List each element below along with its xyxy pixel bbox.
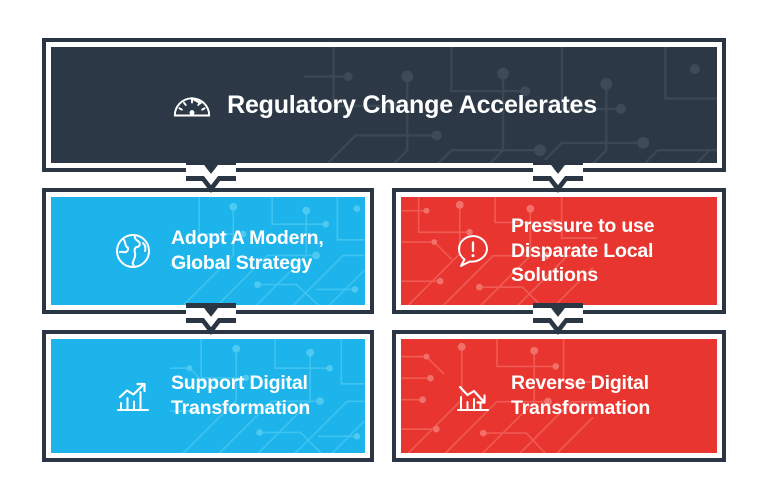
card-content: Reverse Digital Transformation (401, 371, 717, 421)
card-title-line-2: Transformation (171, 397, 311, 419)
card-fill: Reverse Digital Transformation (401, 339, 717, 453)
card-title-block: Adopt A Modern, Global Strategy (171, 226, 324, 276)
card-title-line-2: Global Strategy (171, 252, 313, 274)
card-adopt-modern-global-strategy[interactable]: Adopt A Modern, Global Strategy (42, 188, 374, 314)
card-fill: Support Digital Transformation (51, 339, 365, 453)
header-card-fill: Regulatory Change Accelerates (51, 47, 717, 163)
bar-chart-up-arrow-icon (113, 376, 153, 416)
card-title-line-2: Transformation (511, 397, 651, 419)
card-title-line-1: Adopt A Modern, (171, 227, 324, 250)
card-title-line-1: Pressure to use (511, 214, 655, 237)
header-content: Regulatory Change Accelerates (51, 84, 717, 126)
globe-icon (113, 231, 153, 271)
card-title-block: Support Digital Transformation (171, 371, 310, 421)
card-title-line-1: Reverse Digital (511, 372, 649, 395)
card-title-line-1: Support Digital (171, 372, 308, 395)
card-content: Adopt A Modern, Global Strategy (51, 226, 365, 276)
card-support-digital-transformation[interactable]: Support Digital Transformation (42, 330, 374, 462)
header-title: Regulatory Change Accelerates (227, 90, 597, 119)
card-reverse-digital-transformation[interactable]: Reverse Digital Transformation (392, 330, 726, 462)
card-fill: Pressure to use Disparate Local Solution… (401, 197, 717, 305)
card-title-block: Reverse Digital Transformation (511, 371, 650, 421)
speech-bubble-exclamation-icon (453, 231, 493, 271)
speedometer-gauge-icon (171, 84, 213, 126)
bar-chart-down-arrow-icon (453, 376, 493, 416)
card-pressure-disparate-local-solutions[interactable]: Pressure to use Disparate Local Solution… (392, 188, 726, 314)
card-title-block: Pressure to use Disparate Local Solution… (511, 214, 655, 289)
card-fill: Adopt A Modern, Global Strategy (51, 197, 365, 305)
card-title-line-3: Solutions (511, 264, 599, 287)
card-content: Pressure to use Disparate Local Solution… (401, 214, 717, 289)
card-title-line-2: Disparate Local (511, 239, 654, 262)
card-content: Support Digital Transformation (51, 371, 365, 421)
header-card[interactable]: Regulatory Change Accelerates (42, 38, 726, 172)
